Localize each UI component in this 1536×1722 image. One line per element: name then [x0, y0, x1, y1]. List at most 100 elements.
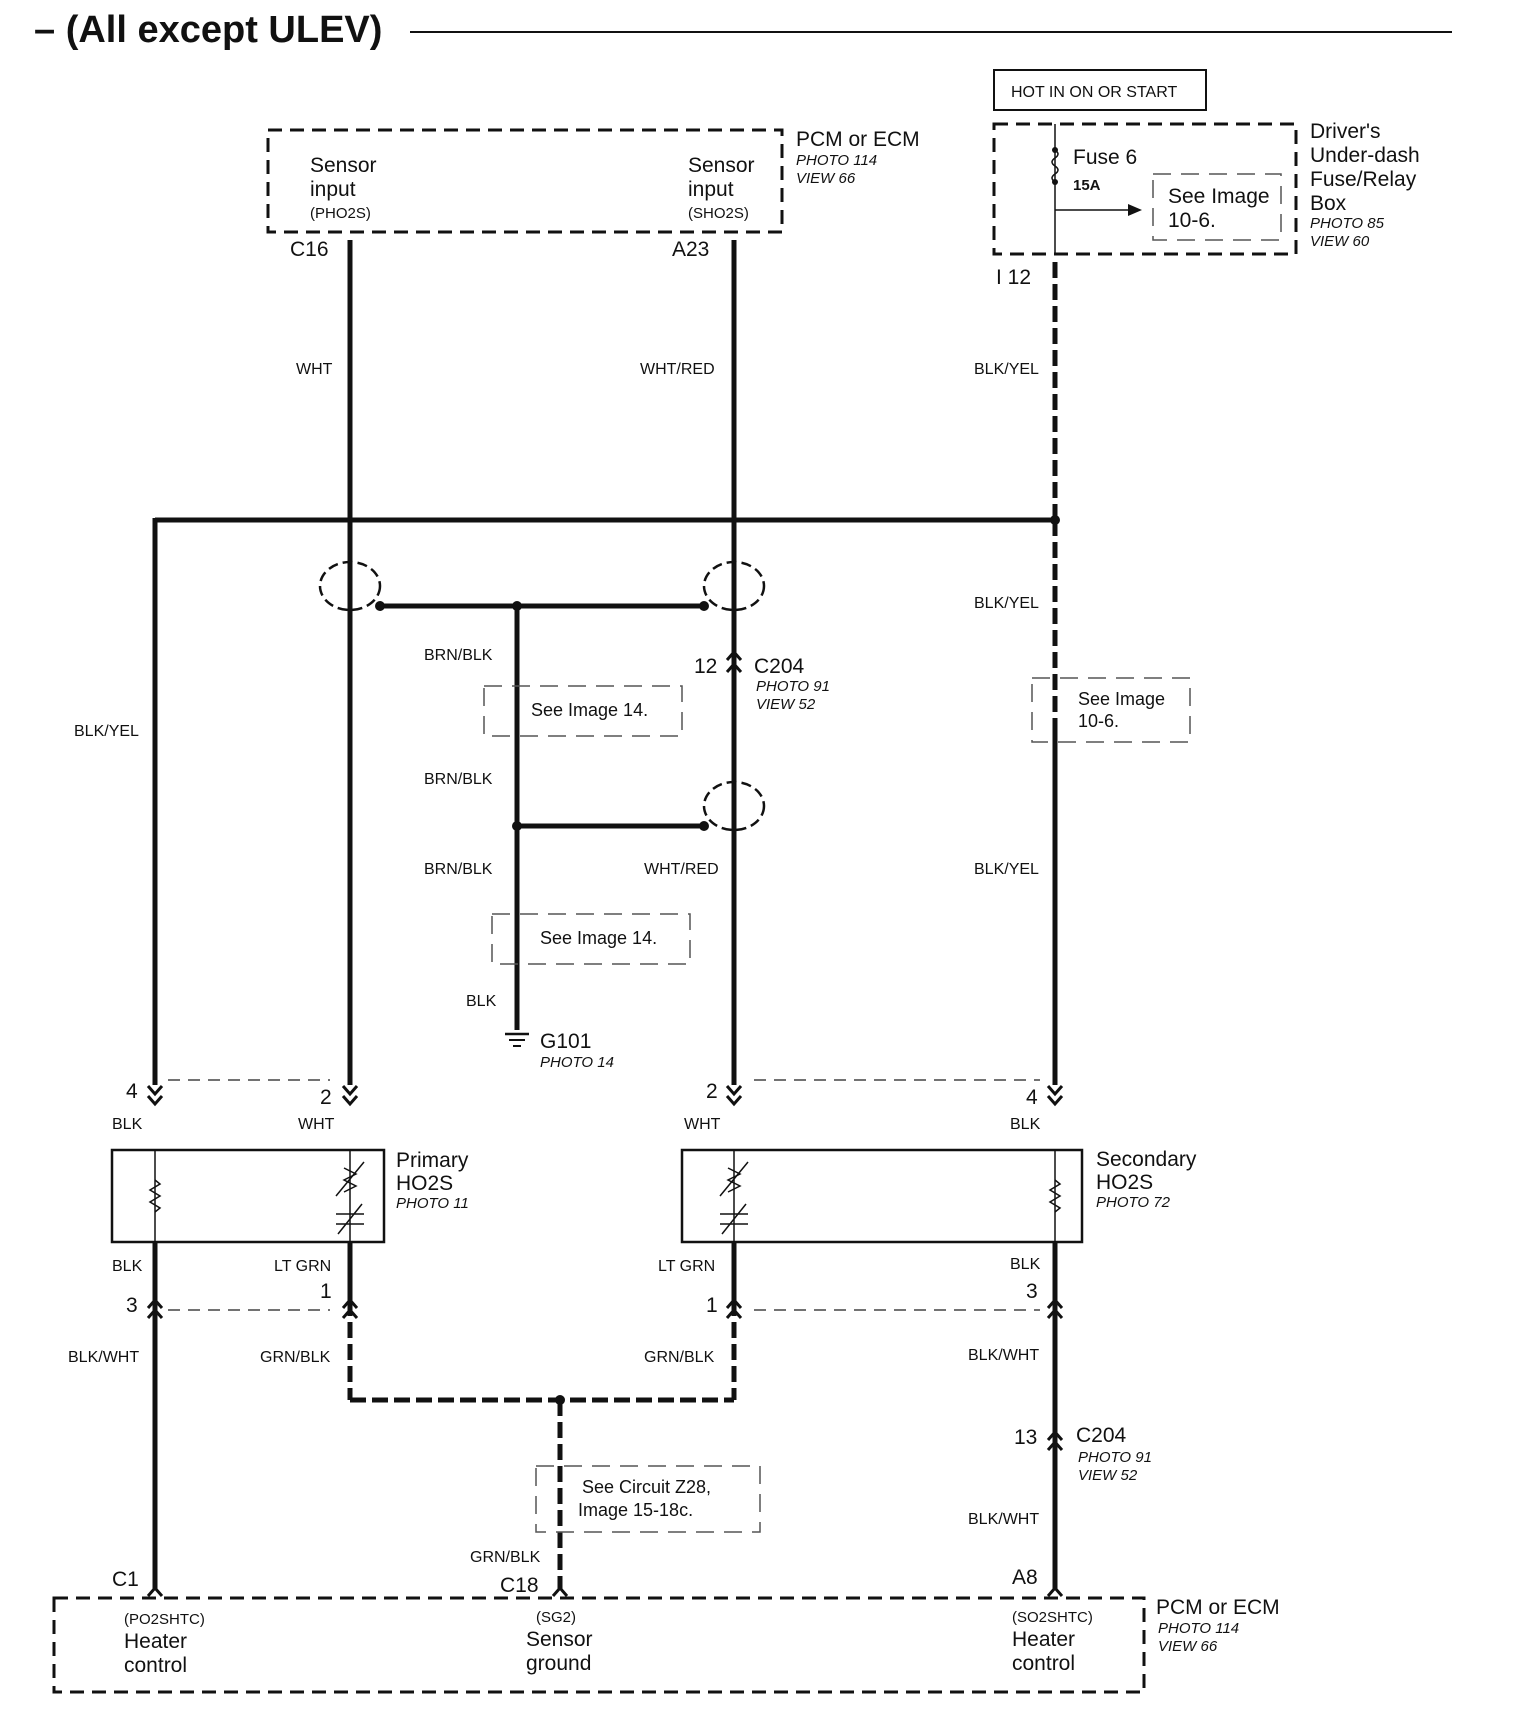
- shield-secondary-lower: [702, 780, 766, 832]
- primary-heater-element: [148, 1179, 162, 1213]
- pin-c16: C16: [290, 238, 329, 261]
- pcm-top-left-label-2: input: [310, 178, 356, 201]
- see-circuit-line-2: Image 15-18c.: [578, 1500, 693, 1520]
- c204-top-name: C204: [754, 655, 805, 678]
- secondary-ho2s-name-2: HO2S: [1096, 1171, 1153, 1194]
- secondary-sensor-variable-arrow: [719, 1161, 749, 1197]
- c204-top-view: VIEW 52: [756, 696, 816, 713]
- c204-bottom-view: VIEW 52: [1078, 1467, 1138, 1484]
- wire-label-blk-yel-mid: BLK/YEL: [974, 595, 1039, 612]
- fuse-box-name-1: Driver's: [1310, 120, 1381, 143]
- wire-label-wht-red-2: WHT/RED: [644, 861, 719, 878]
- wire-label-blk-wht-primary: BLK/WHT: [68, 1349, 139, 1366]
- fuse-box-photo: PHOTO 85: [1310, 215, 1385, 232]
- fuse-rating: 15A: [1073, 177, 1101, 194]
- c1-code: (PO2SHTC): [124, 1611, 205, 1628]
- fuse-see-image-1: See Image: [1168, 185, 1270, 208]
- secondary-pin-2-connector: [725, 1085, 743, 1107]
- pin-i12: I 12: [996, 266, 1031, 289]
- pin-a8: A8: [1012, 1566, 1038, 1589]
- shield-primary: [318, 560, 382, 612]
- pin-c1: C1: [112, 1568, 139, 1591]
- pcm-top-left-label-1: Sensor: [310, 154, 377, 177]
- drain-splice-secondary-upper: [699, 601, 709, 611]
- primary-ho2s-name-2: HO2S: [396, 1172, 453, 1195]
- secondary-sensor-resistor: [726, 1167, 742, 1193]
- drain-splice-upper: [512, 601, 522, 611]
- hot-label: HOT IN ON OR START: [1011, 84, 1177, 101]
- wire-label-secondary-lt-grn: LT GRN: [658, 1258, 715, 1275]
- c204-bottom-photo: PHOTO 91: [1078, 1449, 1152, 1466]
- a8-label-1: Heater: [1012, 1628, 1075, 1651]
- pcm-top-view: VIEW 66: [796, 170, 856, 187]
- pcm-bottom-photo: PHOTO 114: [1158, 1620, 1239, 1637]
- a8-label-2: control: [1012, 1652, 1075, 1675]
- pcm-bottom-name: PCM or ECM: [1156, 1596, 1280, 1619]
- secondary-pin-4-label: 4: [1026, 1086, 1038, 1109]
- wire-label-secondary-blk-lower: BLK: [1010, 1256, 1041, 1273]
- see-image-14-upper: See Image 14.: [531, 700, 648, 720]
- pcm-top-right-label-1: Sensor: [688, 154, 755, 177]
- primary-pin-2-label: 2: [320, 1086, 332, 1109]
- wire-label-primary-lt-grn: LT GRN: [274, 1258, 331, 1275]
- fuse-see-image-2: 10-6.: [1168, 209, 1216, 232]
- secondary-pin-3-connector: [1046, 1297, 1064, 1319]
- secondary-ho2s-body: [680, 1148, 1084, 1244]
- wire-label-secondary-blk: BLK: [1010, 1116, 1041, 1133]
- secondary-pin-1-connector: [725, 1297, 743, 1319]
- see-circuit-box: [535, 1465, 761, 1533]
- wire-label-blk-yel-top: BLK/YEL: [974, 361, 1039, 378]
- pin-a23: A23: [672, 238, 709, 261]
- c204-bottom-name: C204: [1076, 1424, 1127, 1447]
- splice-grn-blk: [555, 1395, 565, 1405]
- fuse-box-name-3: Fuse/Relay: [1310, 168, 1417, 191]
- see-image-14-lower-box: [491, 913, 691, 965]
- wire-label-brn-blk-1: BRN/BLK: [424, 647, 493, 664]
- fuse-6-symbol: [1051, 149, 1059, 183]
- wire-label-blk-yel-left: BLK/YEL: [74, 723, 139, 740]
- wire-label-grn-blk-primary: GRN/BLK: [260, 1349, 331, 1366]
- see-circuit-line-1: See Circuit Z28,: [582, 1477, 711, 1497]
- primary-sensor-cell-arrow: [337, 1203, 363, 1235]
- pin-c18: C18: [500, 1574, 539, 1597]
- primary-pin-4-connector: [146, 1085, 164, 1107]
- splice-blk-yel: [1050, 515, 1060, 525]
- diagram-title: – (All except ULEV): [34, 9, 382, 51]
- wire-label-brn-blk-3: BRN/BLK: [424, 861, 493, 878]
- drain-splice-lower: [512, 821, 522, 831]
- wire-label-blk-wht-secondary-lower: BLK/WHT: [968, 1511, 1039, 1528]
- drain-splice-secondary-lower: [699, 821, 709, 831]
- wire-label-blk-yel-low: BLK/YEL: [974, 861, 1039, 878]
- fuse-6-label: Fuse 6: [1073, 146, 1137, 169]
- pcm-top-right-label-3: (SHO2S): [688, 205, 749, 222]
- pcm-bottom-box: [52, 1596, 1146, 1694]
- c204-bottom-connector: [1046, 1429, 1064, 1451]
- pcm-top-photo: PHOTO 114: [796, 152, 877, 169]
- primary-ho2s-photo: PHOTO 11: [396, 1195, 469, 1212]
- pin-a8-connector: [1046, 1585, 1064, 1597]
- secondary-pin-1-label: 1: [706, 1294, 718, 1317]
- shield-secondary-upper: [702, 560, 766, 612]
- c1-label-2: control: [124, 1654, 187, 1677]
- primary-ho2s-name-1: Primary: [396, 1149, 469, 1172]
- pcm-top-left-label-3: (PHO2S): [310, 205, 371, 222]
- hot-label-box: [993, 69, 1207, 111]
- pin-c1-connector: [146, 1585, 164, 1597]
- wire-label-wht: WHT: [296, 361, 333, 378]
- see-image-14-upper-box: [483, 685, 683, 737]
- a8-code: (SO2SHTC): [1012, 1609, 1093, 1626]
- c18-code: (SG2): [536, 1609, 576, 1626]
- primary-pin-1-label: 1: [320, 1280, 332, 1303]
- wire-label-secondary-wht: WHT: [684, 1116, 721, 1133]
- fuse-branch-arrow: [1128, 204, 1142, 216]
- primary-sensor-resistor: [342, 1167, 358, 1193]
- c204-bottom-pin: 13: [1014, 1426, 1037, 1449]
- primary-pin-3-connector: [146, 1297, 164, 1319]
- primary-ho2s-body: [110, 1148, 386, 1244]
- secondary-heater-element: [1048, 1179, 1062, 1213]
- primary-pin-4-label: 4: [126, 1080, 138, 1103]
- g101-label: G101: [540, 1030, 591, 1053]
- wire-label-primary-blk: BLK: [112, 1116, 143, 1133]
- wire-label-grn-blk-ground: GRN/BLK: [470, 1549, 541, 1566]
